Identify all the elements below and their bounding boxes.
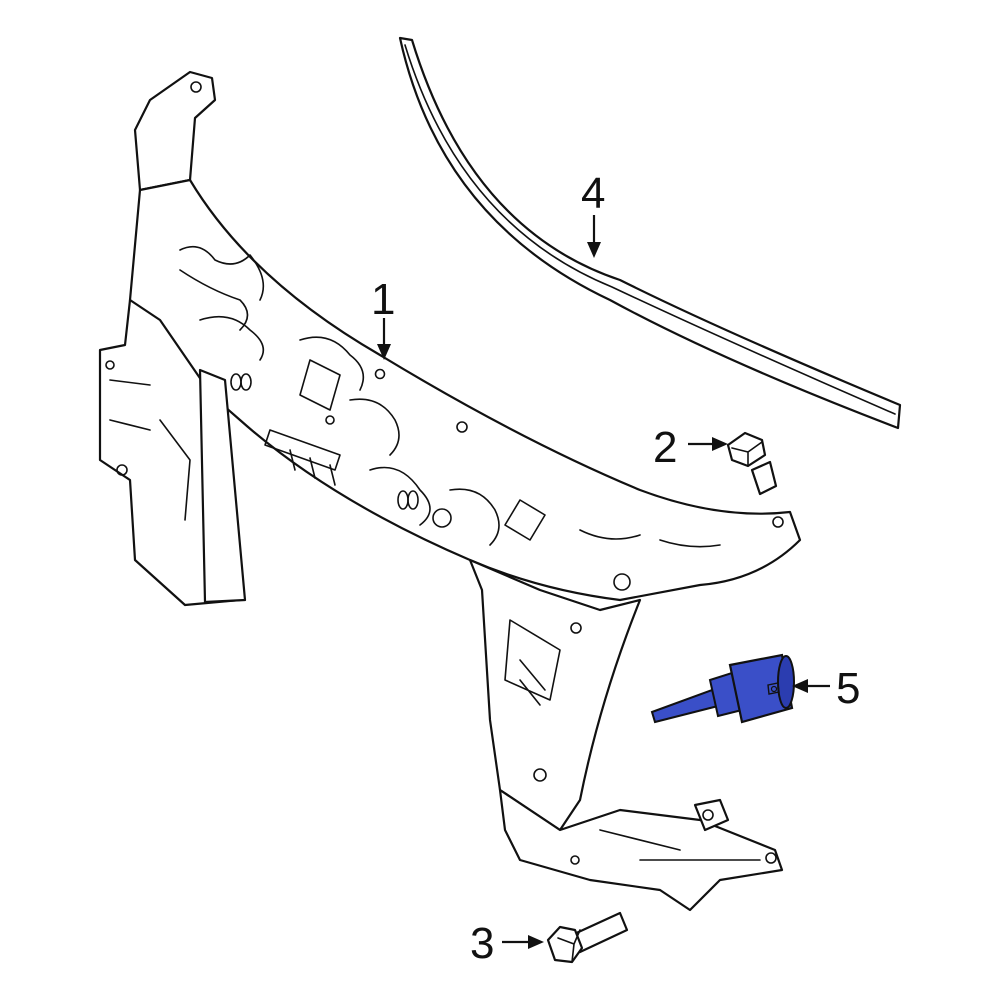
arrow-5 — [792, 679, 808, 693]
callout-1: 1 — [371, 275, 395, 324]
arrow-4 — [587, 242, 601, 258]
callout-leaders — [377, 215, 830, 949]
arrow-3 — [528, 935, 544, 949]
callout-4: 4 — [581, 169, 605, 218]
callout-2: 2 — [653, 423, 677, 472]
part-5-pin[interactable] — [650, 653, 795, 724]
part-3-bolt[interactable] — [546, 911, 629, 964]
arrow-1 — [377, 344, 391, 360]
part-2-bolt[interactable] — [726, 431, 778, 496]
callout-3: 3 — [470, 919, 494, 968]
part-1-radiator-support[interactable] — [98, 70, 802, 912]
callout-5: 5 — [836, 664, 860, 713]
arrow-2 — [712, 437, 728, 451]
part-4-seal-strip[interactable] — [398, 36, 902, 430]
